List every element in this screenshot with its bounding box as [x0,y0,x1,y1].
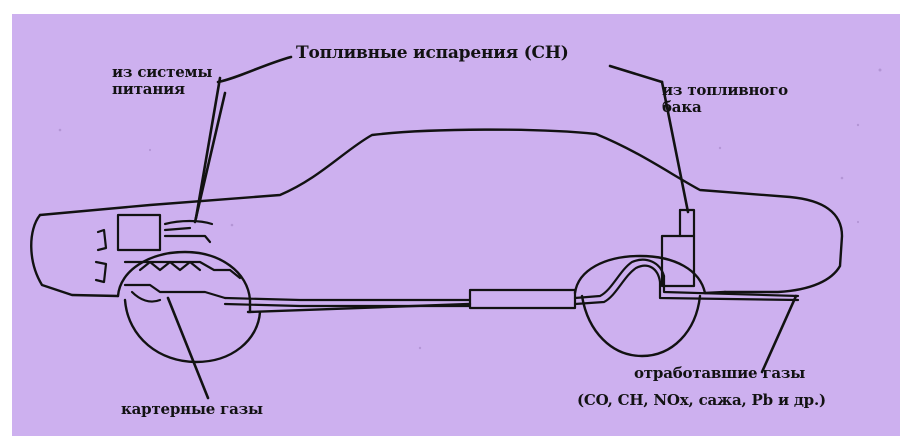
pointer-exhaust [762,296,796,372]
rear-wheel [582,296,700,356]
car-body-outline [31,130,842,312]
radiator-grille [96,230,106,282]
scan-speckles [59,69,882,400]
front-wheel [125,300,260,362]
label-exhaust-composition: (CO, CH, NOx, сажа, Pb и др.) [577,392,826,409]
label-fuel-tank-line2: бака [662,99,788,116]
pointer-title-to-engine-2 [196,78,220,218]
label-crankcase-gases: картерные газы [121,401,263,418]
label-fuel-system-line2: питания [112,81,212,98]
label-exhaust-gases: отработавшие газы [634,365,805,382]
pointer-title-to-tank [610,66,662,82]
label-fuel-tank-line1: из топливного [662,82,788,99]
engine-block [118,215,240,302]
diagram-title: Топливные испарения (CH) [296,44,569,64]
label-fuel-tank: из топливного бака [662,82,788,117]
exhaust-system [225,260,798,308]
fuel-tank [662,210,694,286]
pointer-crankcase [168,298,208,398]
pointer-title-to-engine [218,57,291,82]
label-fuel-system-line1: из системы [112,64,212,81]
label-fuel-system: из системы питания [112,64,212,99]
label-exhaust-line1: отработавшие газы [634,365,805,382]
